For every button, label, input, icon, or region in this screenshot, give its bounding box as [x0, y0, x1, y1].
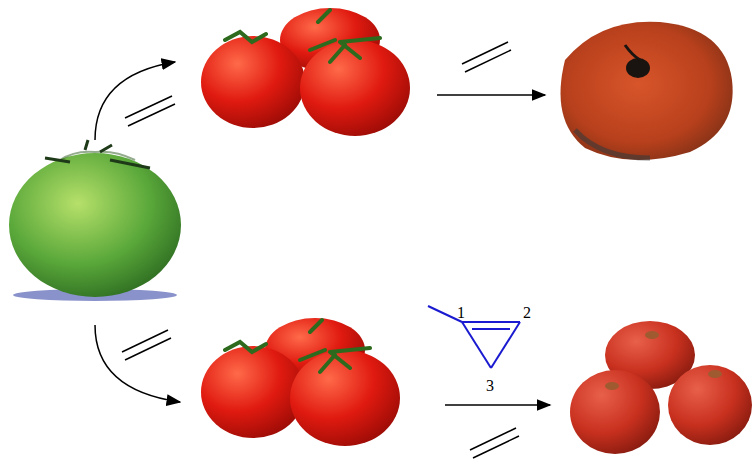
ethylene-symbol — [125, 96, 175, 126]
ethylene-symbol — [122, 330, 171, 360]
green-tomato — [9, 140, 181, 301]
red-tomatoes — [201, 318, 400, 446]
red-tomatoes — [201, 8, 410, 136]
ethylene-symbol — [462, 42, 511, 72]
ripening-arrow — [95, 325, 180, 402]
ripening-arrow — [445, 404, 550, 406]
ethylene-symbol — [470, 428, 519, 458]
preserved-tomatoes — [570, 321, 752, 454]
atom-number: 1 — [457, 305, 465, 321]
ripening-arrow — [437, 94, 545, 96]
atom-number: 2 — [523, 305, 531, 321]
mcp-structure — [428, 306, 520, 368]
ripening-arrow — [95, 62, 175, 140]
rotten-tomato — [561, 22, 733, 160]
atom-number: 3 — [486, 378, 494, 394]
